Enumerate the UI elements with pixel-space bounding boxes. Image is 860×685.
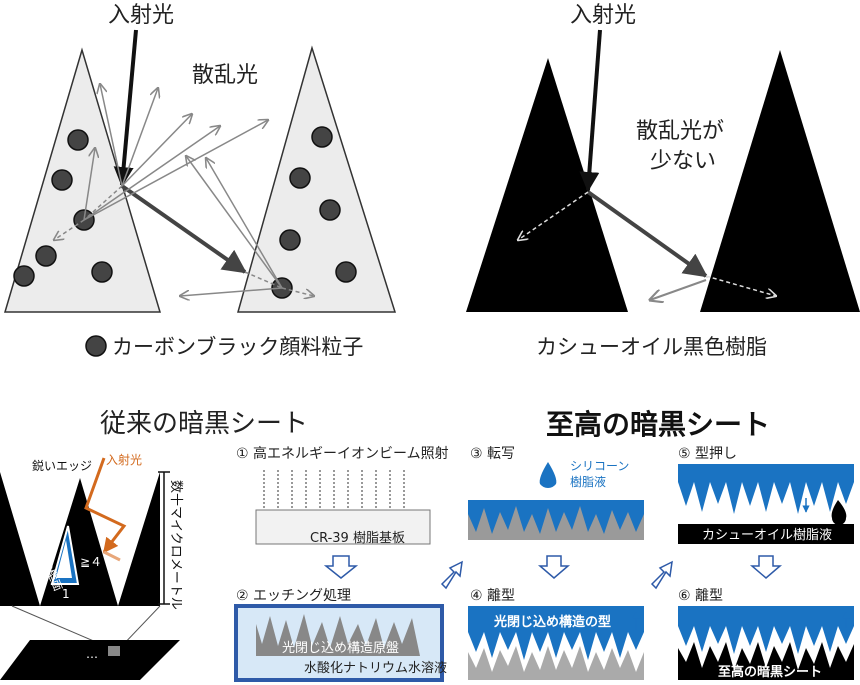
down-arrow-1 — [323, 555, 359, 579]
top-left-diagram: 入射光 散乱光 カーボンブラック顔料粒子 — [3, 3, 397, 359]
master-teeth-4 — [468, 646, 644, 680]
right-cone — [237, 45, 397, 313]
process-diagram: 至高の暗黒シート ① 高エネルギーイオンビーム照射 CR-39 樹脂基板 ② エ… — [234, 408, 854, 682]
carbon-particles-left — [13, 129, 113, 287]
cr39-substrate — [255, 509, 431, 545]
process-title: 至高の暗黒シート — [546, 408, 770, 441]
down-arrow-5 — [749, 555, 783, 579]
step3-label: ③ 転写 — [470, 446, 515, 462]
weak-scatter-arrows — [518, 191, 776, 296]
diag-arrow-1 — [440, 560, 463, 590]
orange-light-path — [84, 457, 127, 554]
step1-label: ① 高エネルギーイオンビーム照射 — [236, 445, 449, 462]
mold-teeth — [468, 632, 644, 660]
conventional-title: 従来の暗黒シート — [100, 409, 308, 439]
scattered-light-line1: 散乱光が — [636, 119, 724, 144]
sheet-dots: … — [86, 647, 98, 661]
black-cone-left — [466, 58, 628, 312]
etched-master — [256, 614, 420, 656]
resin-label: カシューオイル黒色樹脂 — [536, 335, 767, 359]
incident-light-label: 入射光 — [108, 3, 174, 28]
gray-scatter-arrow — [650, 279, 707, 300]
scattered-light-label: 散乱光 — [192, 63, 258, 88]
diag-arrow-2 — [650, 560, 673, 590]
down-arrow-3 — [537, 555, 571, 579]
incident-arrow — [113, 29, 138, 187]
black-grooves — [0, 472, 160, 606]
final-mold — [678, 606, 854, 626]
final-mold-teeth — [678, 626, 854, 654]
silicone-label-1: シリコーン — [570, 459, 629, 473]
reflected-arrow-right — [586, 190, 708, 278]
sharp-edge-label: 鋭いエッジ — [32, 459, 92, 473]
one-label: 1 — [62, 587, 70, 601]
mold-blue — [468, 606, 644, 632]
silicone-drop — [539, 462, 557, 489]
step2-label: ② エッチング処理 — [236, 588, 351, 604]
step6-label: ⑥ 離型 — [678, 587, 723, 604]
incident-light-label-orange: 入射光 — [106, 452, 142, 467]
cashew-drop — [831, 500, 847, 525]
substrate-label: CR-39 樹脂基板 — [310, 531, 405, 546]
naoh-label: 水酸化ナトリウム水溶液 — [304, 661, 447, 676]
height-label: 数十マイクロメートル — [168, 480, 183, 610]
cashew-liquid-label: カシューオイル樹脂液 — [702, 528, 832, 543]
black-cone-right — [700, 50, 860, 312]
particle-legend-label: カーボンブラック顔料粒子 — [112, 335, 363, 359]
mold-label: 光閉じ込め構造の型 — [493, 614, 611, 630]
step4-label: ④ 離型 — [470, 587, 515, 604]
final-sheet — [678, 642, 854, 680]
sheet-plane — [0, 640, 180, 680]
reflected-arrow — [120, 184, 247, 274]
carbon-particles-right — [271, 126, 357, 299]
master-label: 光閉じ込め構造原盤 — [282, 641, 399, 656]
scattered-light-line2: 少ない — [650, 149, 716, 174]
cashew-liquid-layer — [678, 524, 854, 544]
step5-label: ⑤ 型押し — [678, 446, 737, 462]
press-mold — [678, 464, 854, 482]
master-teeth-3 — [468, 506, 644, 540]
press-teeth — [678, 482, 854, 514]
silicone-label-2: 樹脂液 — [570, 474, 606, 489]
top-right-diagram: 入射光 散乱光が 少ない カシューオイル黒色樹脂 — [466, 3, 860, 359]
incident-light-label-right: 入射光 — [570, 3, 636, 28]
incident-arrow-right — [579, 29, 602, 192]
scattered-arrows — [54, 84, 314, 296]
ratio-label: ≧４ — [80, 555, 102, 569]
final-label: 至高の暗黒シート — [718, 664, 822, 680]
particle-legend-icon — [85, 335, 107, 357]
